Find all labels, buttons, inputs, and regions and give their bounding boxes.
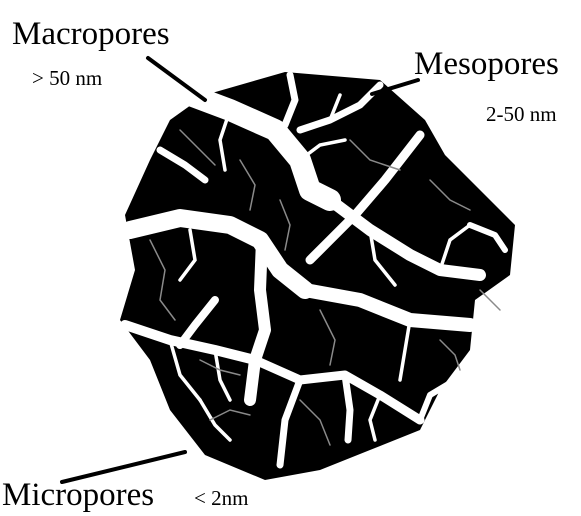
- mesopores-size-range: 2-50 nm: [486, 104, 557, 125]
- macropores-label: Macropores: [12, 18, 170, 51]
- mesopores-label: Mesopores: [414, 48, 559, 81]
- macropores-leader-line: [148, 58, 205, 100]
- micropore-channel: [480, 290, 500, 310]
- micropores-size-range: < 2nm: [194, 488, 248, 509]
- macropores-size-range: > 50 nm: [32, 68, 102, 89]
- micropores-label: Micropores: [2, 479, 154, 512]
